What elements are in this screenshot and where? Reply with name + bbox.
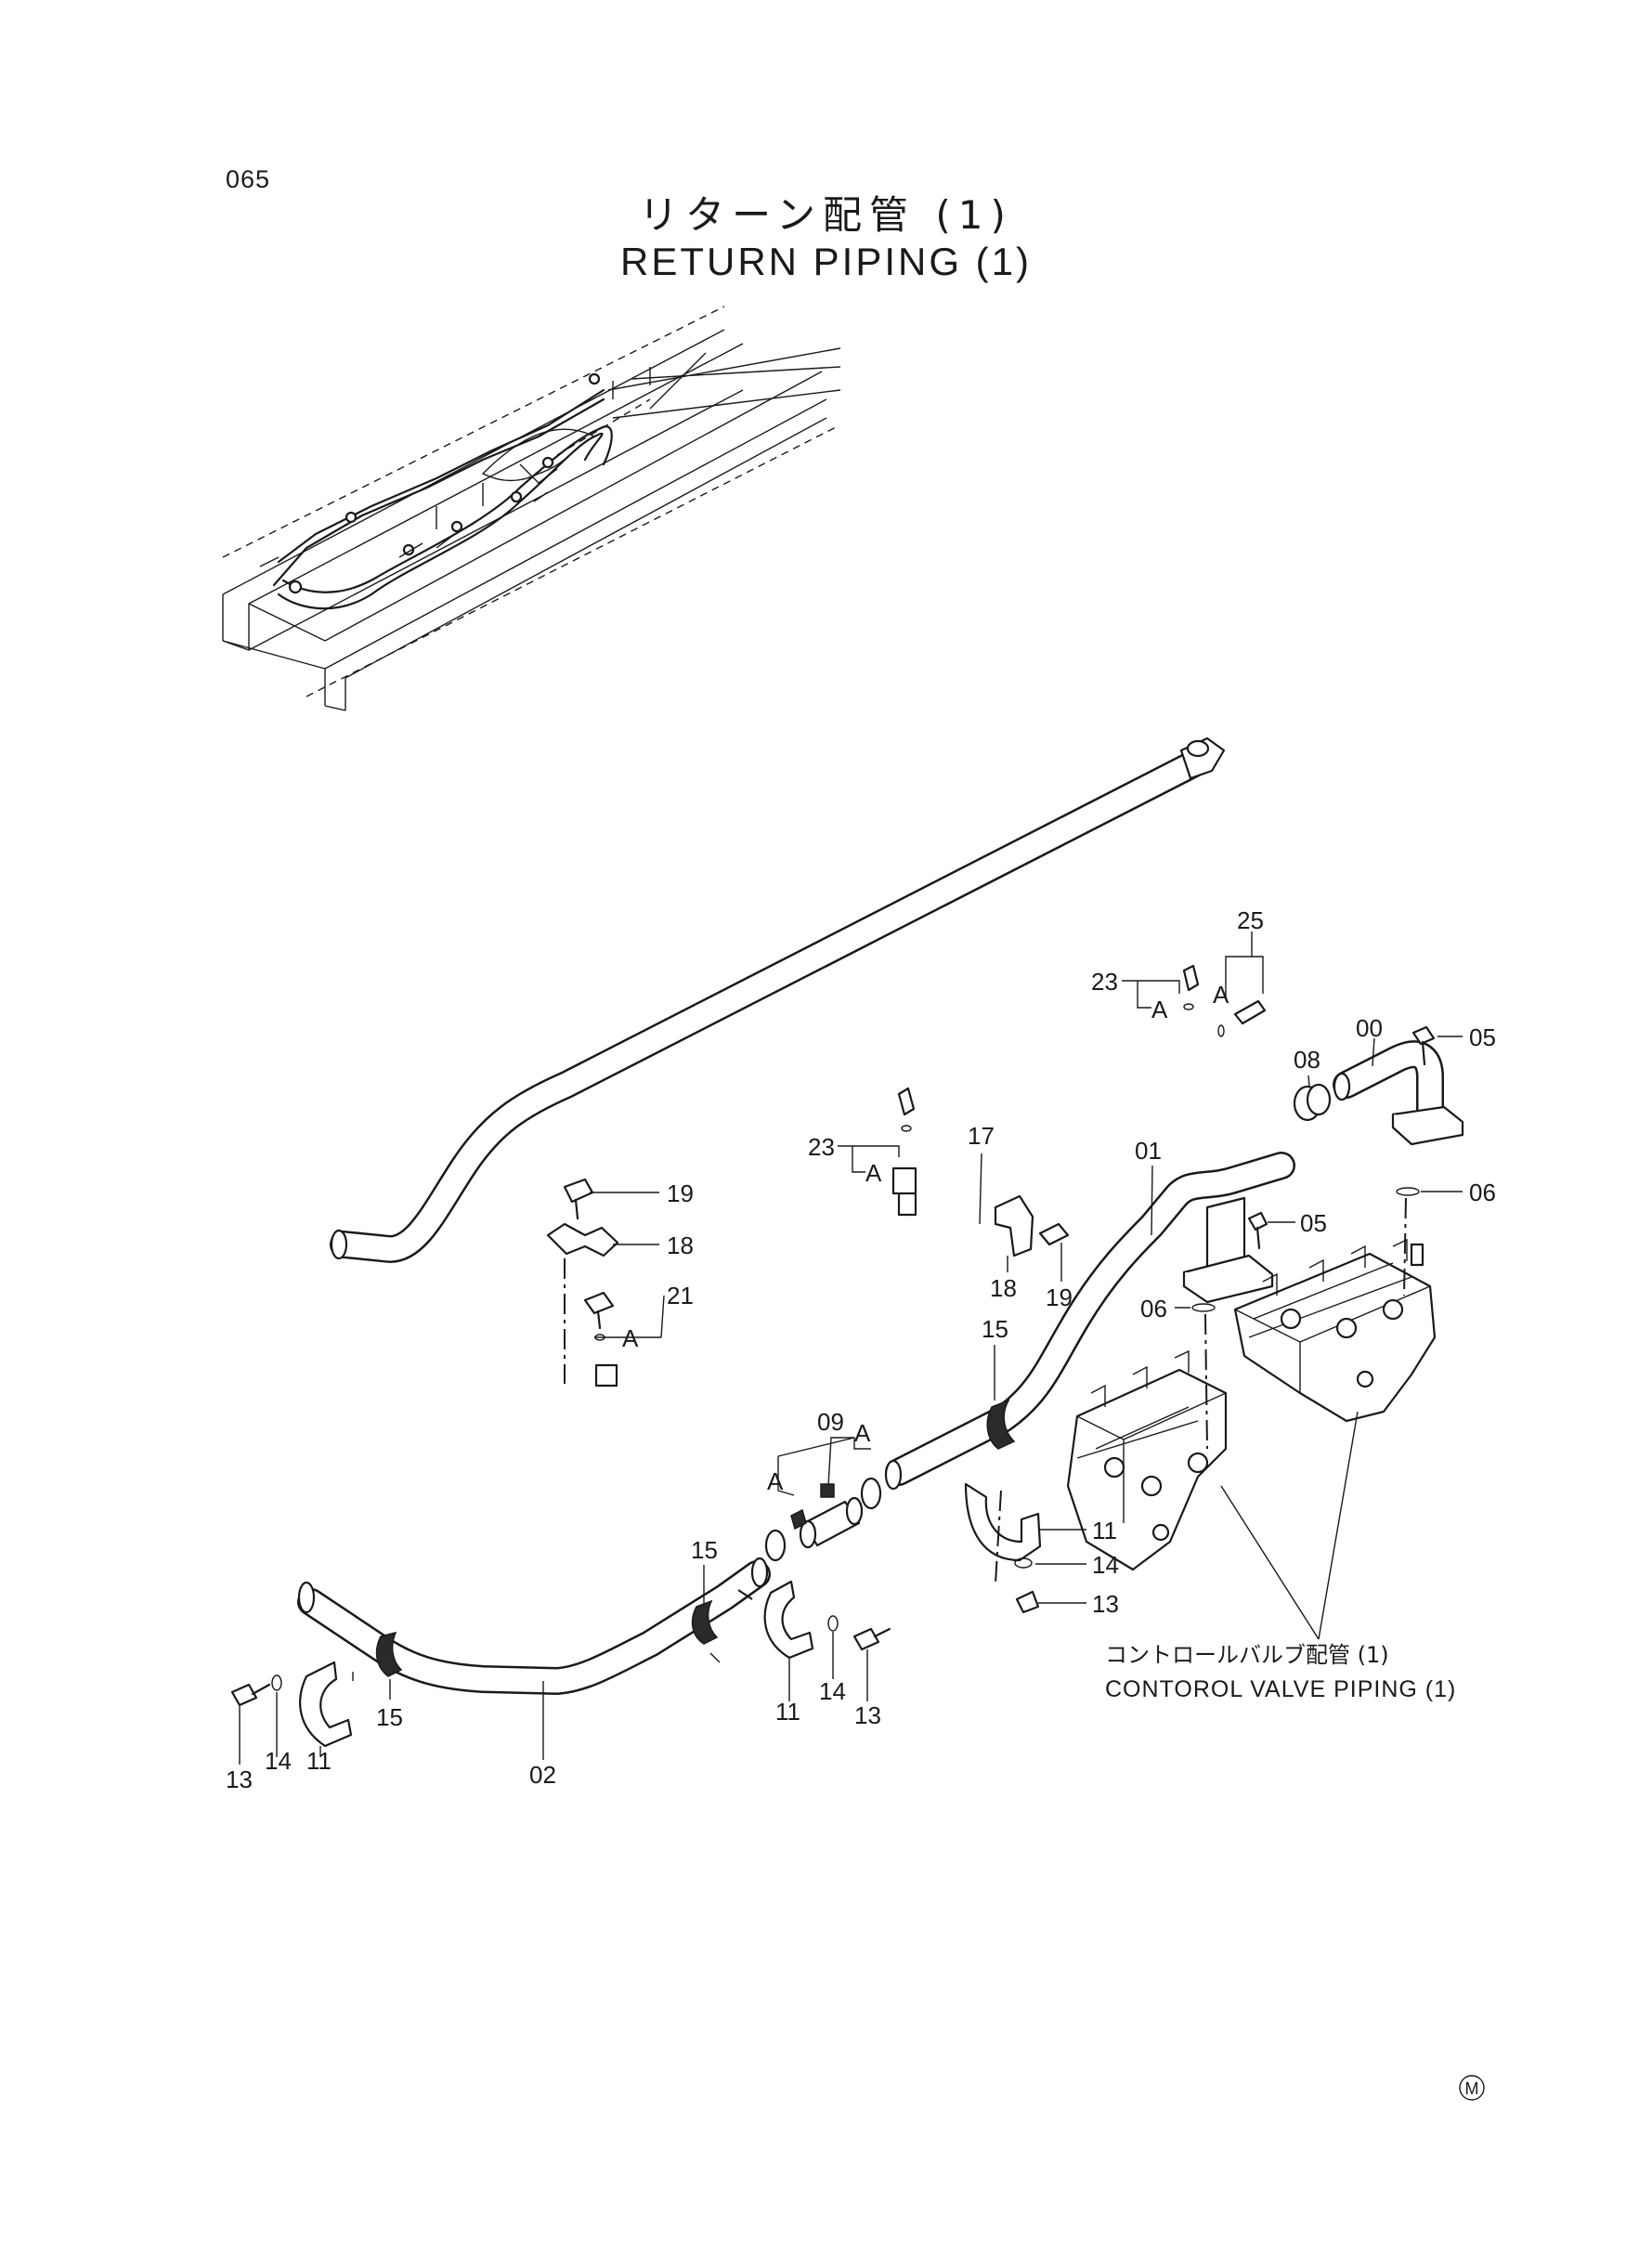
note-japanese: コントロールバルブ配管 (1)	[1105, 1642, 1389, 1668]
mark-a: A	[767, 1467, 784, 1495]
callout-01: 01	[1135, 1137, 1162, 1165]
callout-19: 19	[1046, 1283, 1073, 1311]
title-english: RETURN PIPING (1)	[619, 240, 1033, 283]
mark-a: A	[1151, 996, 1168, 1023]
pipe-01	[884, 1152, 1295, 1491]
mark-a: A	[622, 1324, 639, 1352]
callout-09: 09	[817, 1408, 844, 1436]
note-english: CONTOROL VALVE PIPING (1)	[1105, 1676, 1456, 1702]
callout-21: 21	[667, 1282, 694, 1309]
callout-11: 11	[306, 1747, 332, 1775]
callout-13: 13	[854, 1701, 881, 1729]
callout-06: 06	[1140, 1295, 1167, 1322]
mark-a: A	[865, 1159, 882, 1187]
callout-15: 15	[376, 1703, 403, 1731]
coupling-parts	[764, 1040, 1464, 1562]
control-valves	[1066, 1238, 1437, 1571]
callout-13: 13	[1092, 1590, 1119, 1618]
callout-18: 18	[667, 1231, 694, 1259]
control-valve-note: コントロールバルブ配管 (1) CONTOROL VALVE PIPING (1…	[1105, 1642, 1456, 1702]
callout-18: 18	[990, 1274, 1017, 1302]
callout-05: 05	[1300, 1209, 1327, 1237]
pipe-17	[330, 736, 1226, 1388]
callout-08: 08	[1294, 1046, 1320, 1074]
section-marks: A A A A A A	[622, 981, 1229, 1495]
callout-15: 15	[691, 1536, 718, 1564]
callout-14: 14	[265, 1747, 292, 1775]
corner-mark-letter: M	[1465, 2079, 1479, 2098]
mark-a: A	[854, 1419, 871, 1447]
callout-00: 00	[1356, 1014, 1383, 1042]
page-number: 065	[226, 165, 271, 193]
callout-14: 14	[819, 1677, 846, 1705]
callout-23: 23	[1091, 968, 1118, 996]
callout-11: 11	[1092, 1517, 1117, 1544]
callouts: 00 05 08 06 05 06 01 17 25 23 23 19 18 2…	[226, 906, 1496, 1793]
leader-lines	[239, 932, 1463, 1765]
callout-02: 02	[529, 1761, 556, 1789]
callout-05: 05	[1469, 1023, 1496, 1051]
bolts-washers	[230, 964, 1436, 1707]
pipe-02	[297, 1557, 771, 1695]
callout-14: 14	[1092, 1551, 1119, 1579]
callout-23: 23	[808, 1133, 835, 1161]
callout-15: 15	[982, 1315, 1008, 1343]
callout-19: 19	[667, 1179, 694, 1207]
callout-17: 17	[968, 1122, 995, 1150]
mark-a: A	[1213, 981, 1229, 1009]
callout-25: 25	[1237, 906, 1264, 934]
overview-illustration	[222, 306, 841, 711]
corner-mark: M	[1459, 2075, 1485, 2101]
title-japanese: リターン配管 (1)	[639, 192, 1013, 238]
callout-06: 06	[1469, 1179, 1496, 1206]
callout-13: 13	[226, 1765, 253, 1793]
clamps	[299, 1194, 1042, 1748]
callout-11: 11	[775, 1698, 800, 1726]
